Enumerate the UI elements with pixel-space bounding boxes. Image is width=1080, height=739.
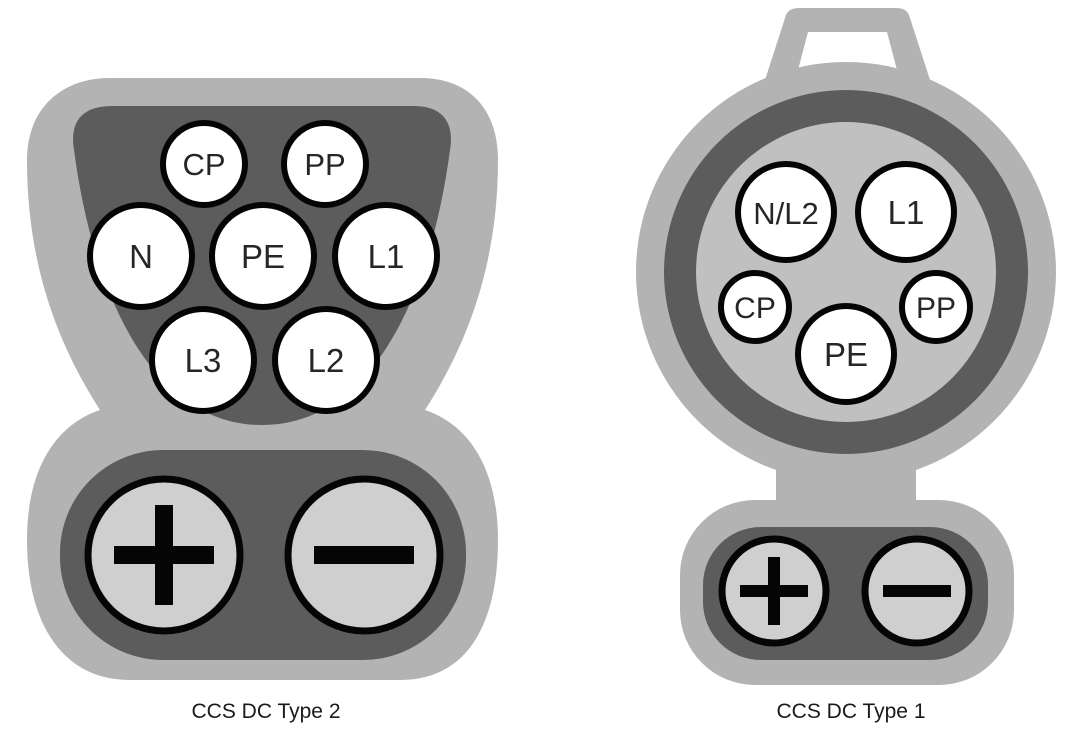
plus-icon <box>114 505 214 605</box>
type2-pin-cp: CP <box>160 120 248 208</box>
type1-pin-l1: L1 <box>855 161 957 263</box>
type2-dc-positive-pin <box>84 475 244 635</box>
type2-pin-n: N <box>87 202 195 310</box>
type2-pin-l3-label: L3 <box>185 342 222 379</box>
type1-pin-pp-label: PP <box>916 292 956 325</box>
minus-icon <box>314 546 414 564</box>
type1-dc-negative-pin <box>861 535 973 647</box>
type2-pin-pe-label: PE <box>241 238 285 275</box>
type2-caption: CCS DC Type 2 <box>192 700 341 723</box>
type2-pin-pe: PE <box>209 202 317 310</box>
type1-pin-cp: CP <box>718 270 792 344</box>
type2-pin-l2-label: L2 <box>308 342 345 379</box>
type2-pin-pp: PP <box>281 120 369 208</box>
type1-dc-positive-pin <box>718 535 830 647</box>
type1-pin-l1-label: L1 <box>888 194 925 231</box>
type1-pin-cp-label: CP <box>734 292 776 325</box>
type1-connector: N/L2 L1 CP PP PE <box>636 8 1056 723</box>
type1-pin-nl2-label: N/L2 <box>753 196 818 231</box>
type2-pin-l1: L1 <box>332 202 440 310</box>
type2-pin-n-label: N <box>129 238 153 275</box>
type2-dc-negative-pin <box>284 475 444 635</box>
type1-pin-pe: PE <box>795 303 897 405</box>
type2-pin-l3: L3 <box>149 306 257 414</box>
type2-pin-l2: L2 <box>272 306 380 414</box>
type1-pin-pe-label: PE <box>824 336 868 373</box>
type2-pin-pp-label: PP <box>304 147 345 182</box>
minus-icon <box>883 585 951 597</box>
plus-icon <box>740 557 808 625</box>
type1-latch-slot <box>798 32 897 70</box>
type2-pin-l1-label: L1 <box>368 238 405 275</box>
type1-pin-pp: PP <box>899 270 973 344</box>
type2-pin-cp-label: CP <box>182 147 225 182</box>
type2-connector: CP PP N PE L1 L3 L2 <box>27 78 498 723</box>
type1-caption: CCS DC Type 1 <box>777 700 926 723</box>
type1-pin-nl2: N/L2 <box>735 161 837 263</box>
